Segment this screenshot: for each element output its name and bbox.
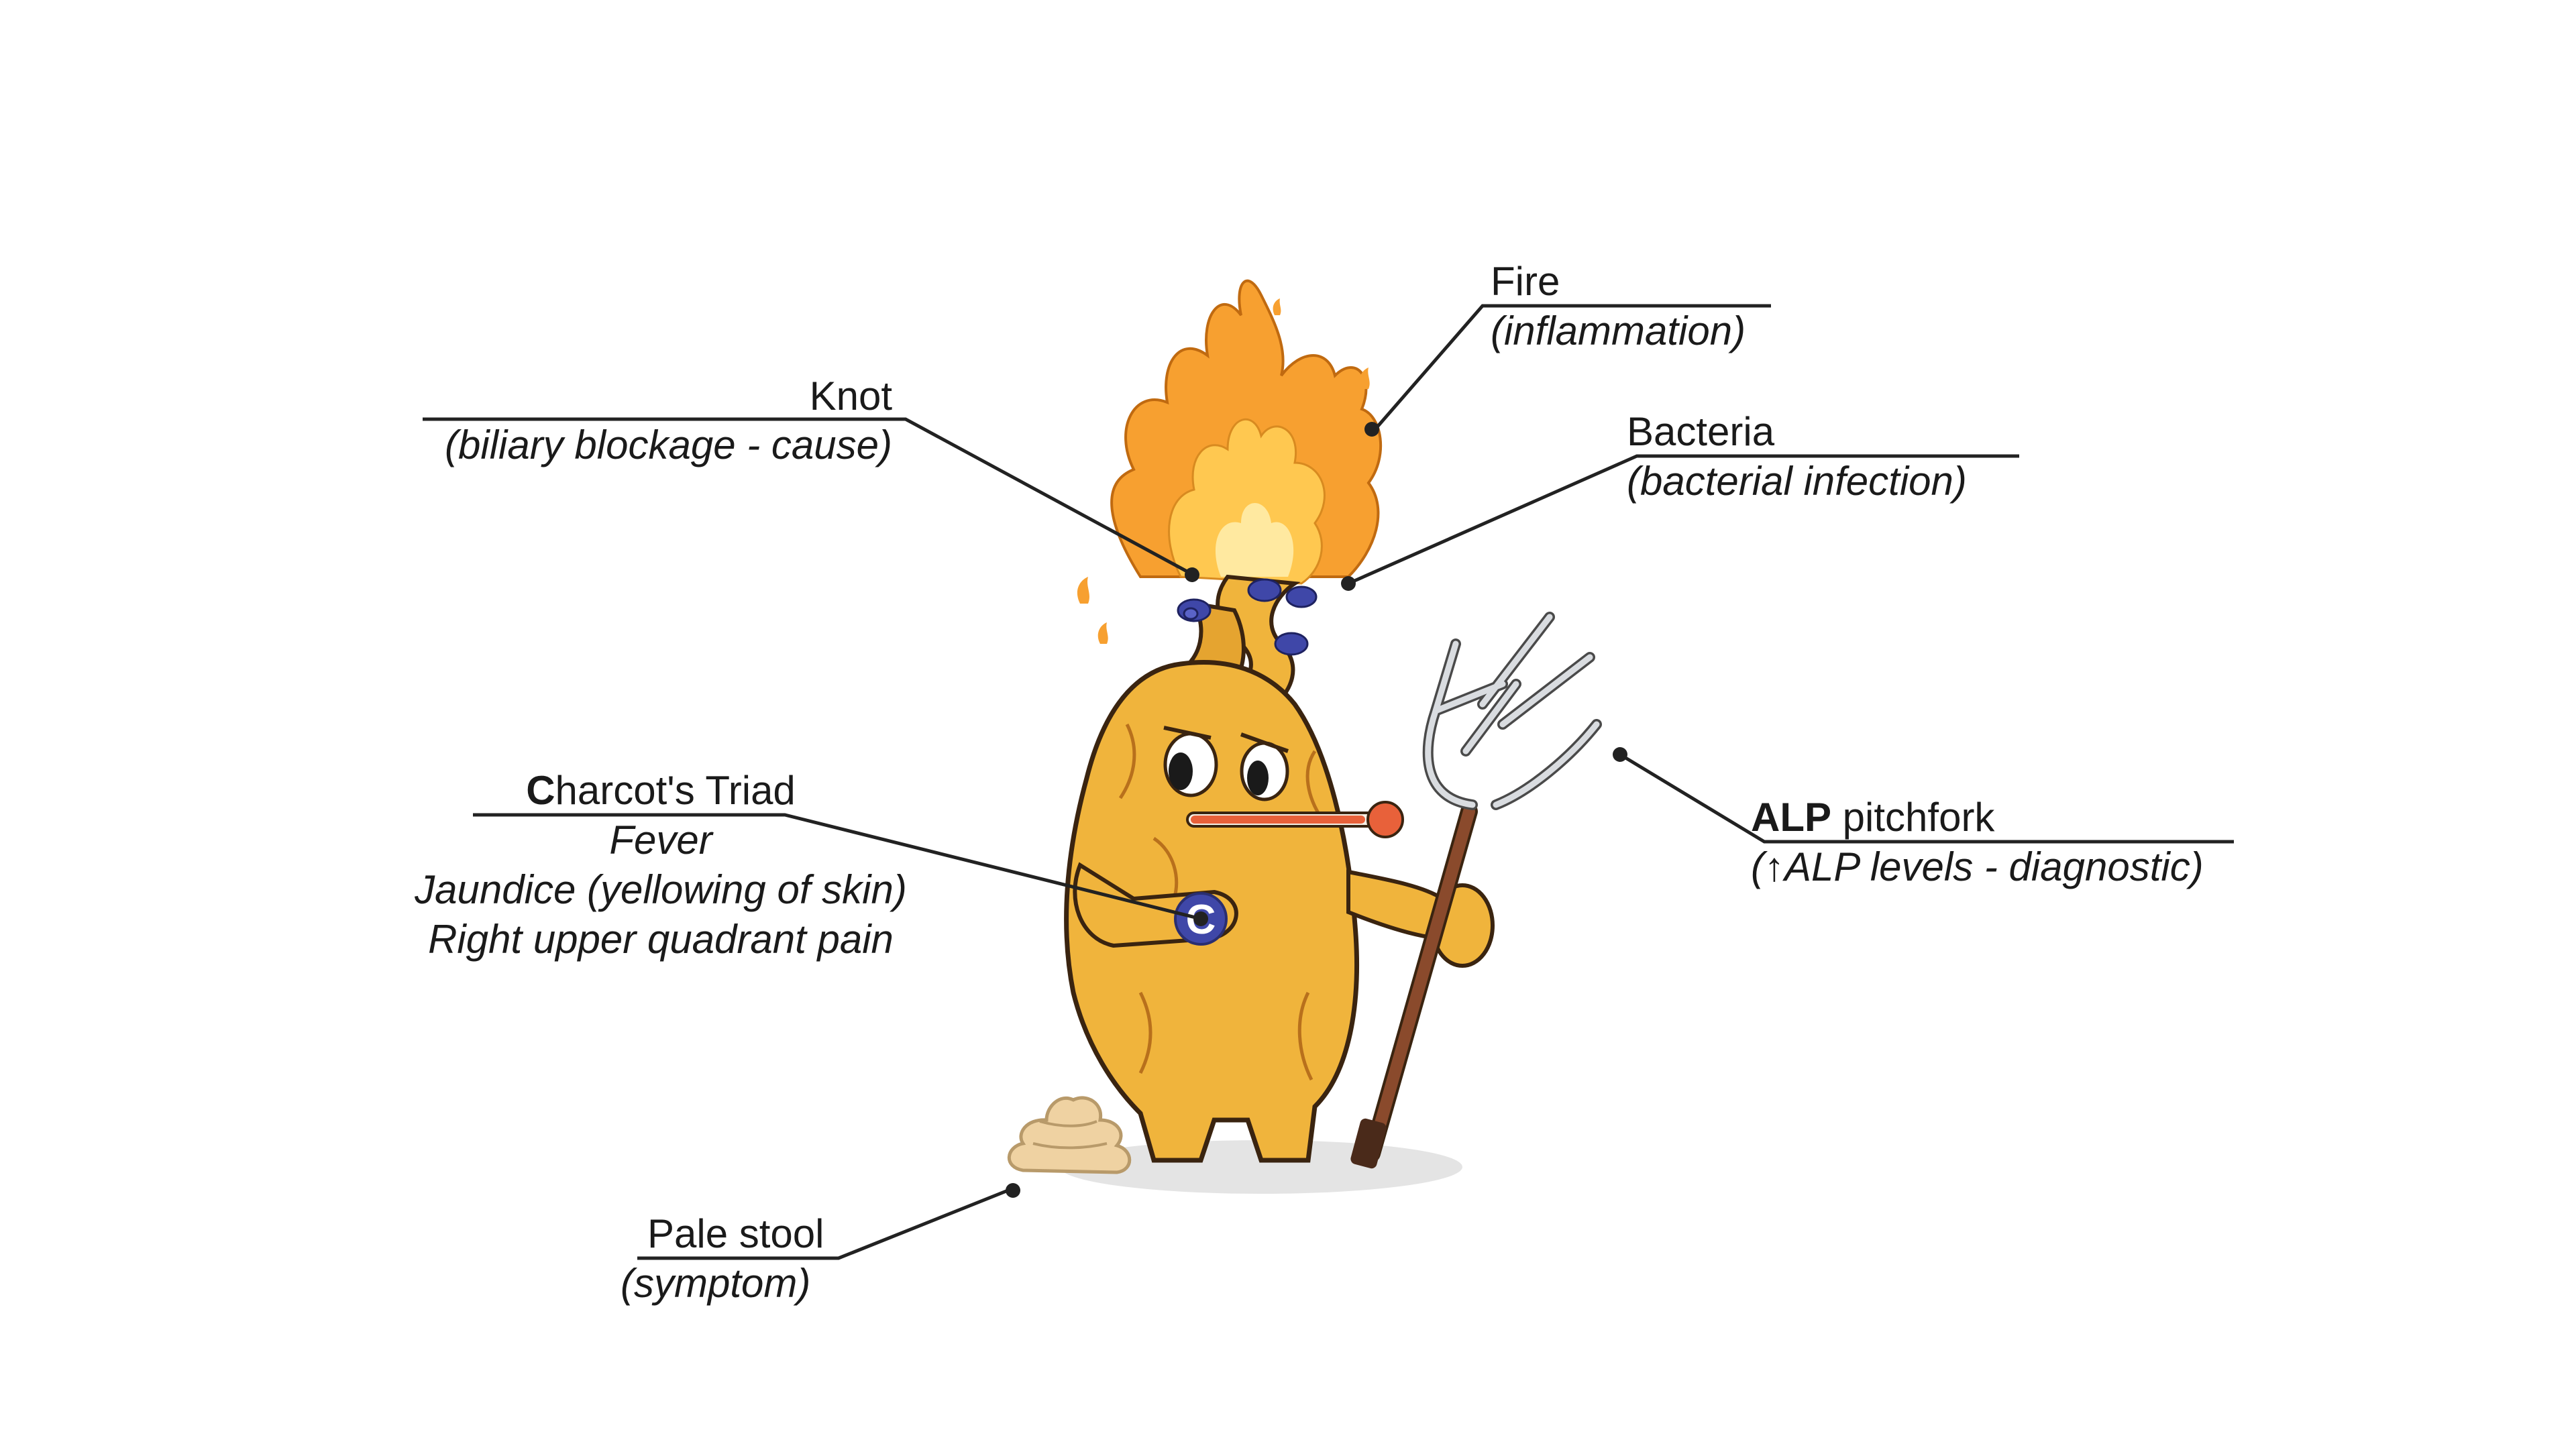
alp-sublabel: (↑ALP levels - diagnostic) [1751, 844, 2204, 889]
alp-pitchfork [1350, 612, 1602, 1169]
knot-sublabel: (biliary blockage - cause) [445, 423, 892, 467]
charcot-title: Charcot's Triad [339, 767, 983, 815]
gallbladder-character [1064, 574, 1495, 1163]
charcot-item-jaundice: Jaundice (yellowing of skin) [415, 867, 907, 912]
pale-stool [1007, 1096, 1132, 1174]
charcot-item-fever: Fever [609, 818, 712, 862]
fire-flames [1077, 279, 1383, 644]
alp-label: ALP pitchfork [1751, 793, 1994, 842]
charcot-title-initial: C [526, 768, 555, 813]
leader-lines [423, 304, 2234, 1260]
bacteria-group [1177, 578, 1318, 656]
charcot-item-ruq-pain: Right upper quadrant pain [428, 917, 894, 962]
fire-sublabel: (inflammation) [1491, 309, 1746, 353]
bacteria-label: Bacteria [1627, 409, 1775, 454]
alp-label-bold: ALP [1751, 795, 1831, 840]
bacteria-sublabel: (bacterial infection) [1627, 459, 1967, 504]
stool-sublabel: (symptom) [621, 1261, 811, 1306]
thermometer [1186, 801, 1404, 838]
knot-label: Knot [809, 374, 892, 418]
alp-label-rest: pitchfork [1831, 795, 1995, 840]
fire-label: Fire [1491, 259, 1560, 304]
leader-dots [1006, 422, 1627, 1198]
charcot-title-rest: harcot's Triad [555, 768, 796, 813]
stool-label: Pale stool [647, 1211, 824, 1256]
